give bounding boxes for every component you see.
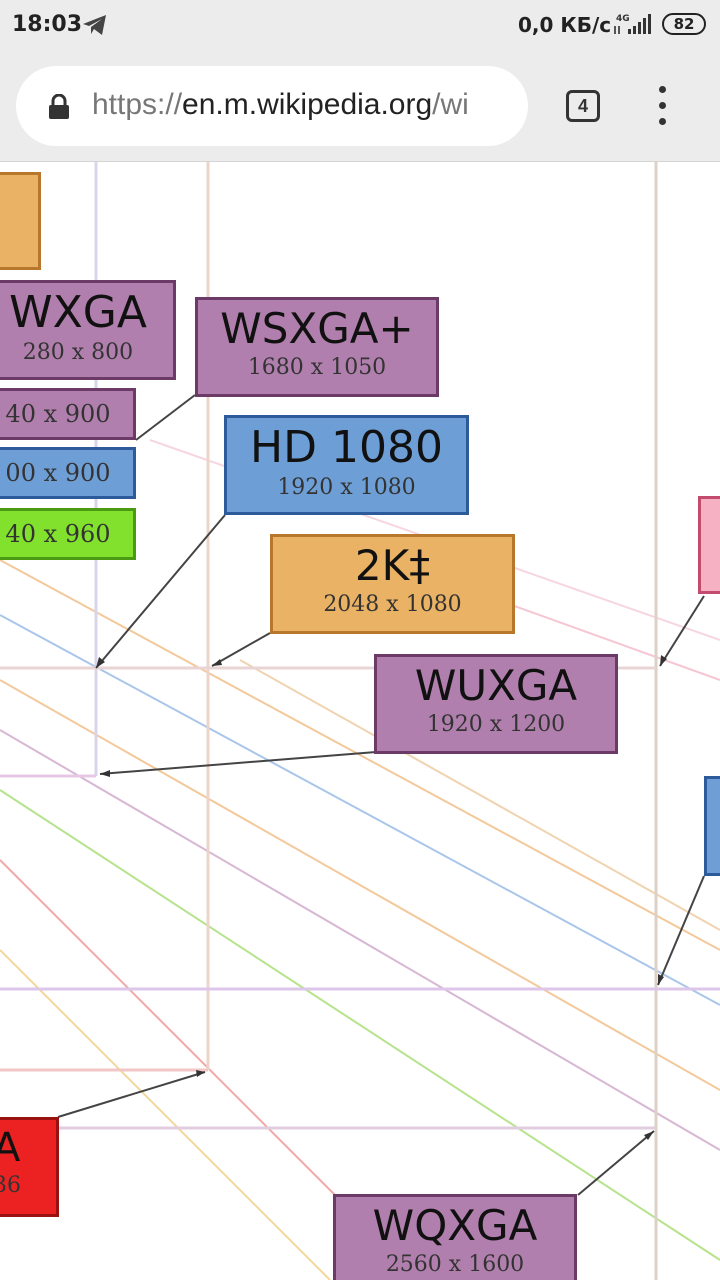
box-red-partial: A 36 <box>0 1117 59 1217</box>
battery-icon: 82 <box>662 13 706 35</box>
box-wsxga-plus-resolution: 1680 x 1050 <box>247 355 387 380</box>
address-bar[interactable]: https://en.m.wikipedia.org/wi <box>16 66 528 146</box>
box-pink-partial <box>698 496 720 594</box>
box-hd-1080-name: HD 1080 <box>250 422 443 473</box>
box-wxga: WXGA 280 x 800 <box>0 280 176 380</box>
tab-switcher-button[interactable]: 4 <box>566 90 600 122</box>
box-wxga-resolution: 280 x 800 <box>22 340 134 365</box>
url-scheme: https:// <box>92 88 183 121</box>
box-wqxga: WQXGA 2560 x 1600 <box>333 1194 577 1280</box>
box-wsxga-plus: WSXGA+ 1680 x 1050 <box>195 297 439 397</box>
box-1600-resolution: 00 x 900 <box>5 459 111 487</box>
status-time: 18:03 <box>12 12 83 37</box>
lock-icon <box>48 93 70 125</box>
signal-icon: 4G <box>610 12 654 43</box>
box-1440x960-resolution: 40 x 960 <box>5 520 111 548</box>
box-wxga-name: WXGA <box>9 287 147 338</box>
box-hd-1080-resolution: 1920 x 1080 <box>277 475 416 500</box>
browser-toolbar: https://en.m.wikipedia.org/wi 4 <box>0 52 720 162</box>
box-wsxga-plus-name: WSXGA+ <box>220 304 414 353</box>
box-red-name: A <box>0 1124 56 1172</box>
network-type: 4G <box>616 14 630 24</box>
url-path: /wi <box>432 88 469 121</box>
box-blue-1600x900: 00 x 900 <box>0 447 136 499</box>
box-wqxga-resolution: 2560 x 1600 <box>385 1252 525 1277</box>
box-2k: 2K‡ 2048 x 1080 <box>270 534 515 634</box>
box-2k-resolution: 2048 x 1080 <box>323 592 462 617</box>
box-green-1440x960: 40 x 960 <box>0 508 136 560</box>
overflow-menu-icon[interactable] <box>650 86 676 126</box>
status-bar: 18:03 0,0 КБ/с 4G 82 <box>0 0 720 52</box>
box-purple-1440x900: 40 x 900 <box>0 388 136 440</box>
box-orange-partial <box>0 172 41 270</box>
url-text[interactable]: https://en.m.wikipedia.org/wi <box>92 86 517 124</box>
box-2k-name: 2K‡ <box>354 541 431 590</box>
box-wuxga: WUXGA 1920 x 1200 <box>374 654 618 754</box>
box-blue-partial <box>704 776 720 876</box>
network-speed: 0,0 КБ/с <box>518 13 612 37</box>
box-hd-1080: HD 1080 1920 x 1080 <box>224 415 469 515</box>
box-wuxga-resolution: 1920 x 1200 <box>426 712 566 737</box>
box-wqxga-name: WQXGA <box>372 1201 538 1250</box>
box-1440-resolution: 40 x 900 <box>5 400 111 428</box>
box-wuxga-name: WUXGA <box>414 661 578 710</box>
url-host: en.m.wikipedia.org <box>182 88 433 121</box>
resolution-diagram: WXGA 280 x 800 40 x 900 00 x 900 40 x 96… <box>0 162 720 1280</box>
telegram-icon <box>82 14 108 41</box>
box-red-resolution: 36 <box>0 1173 21 1198</box>
